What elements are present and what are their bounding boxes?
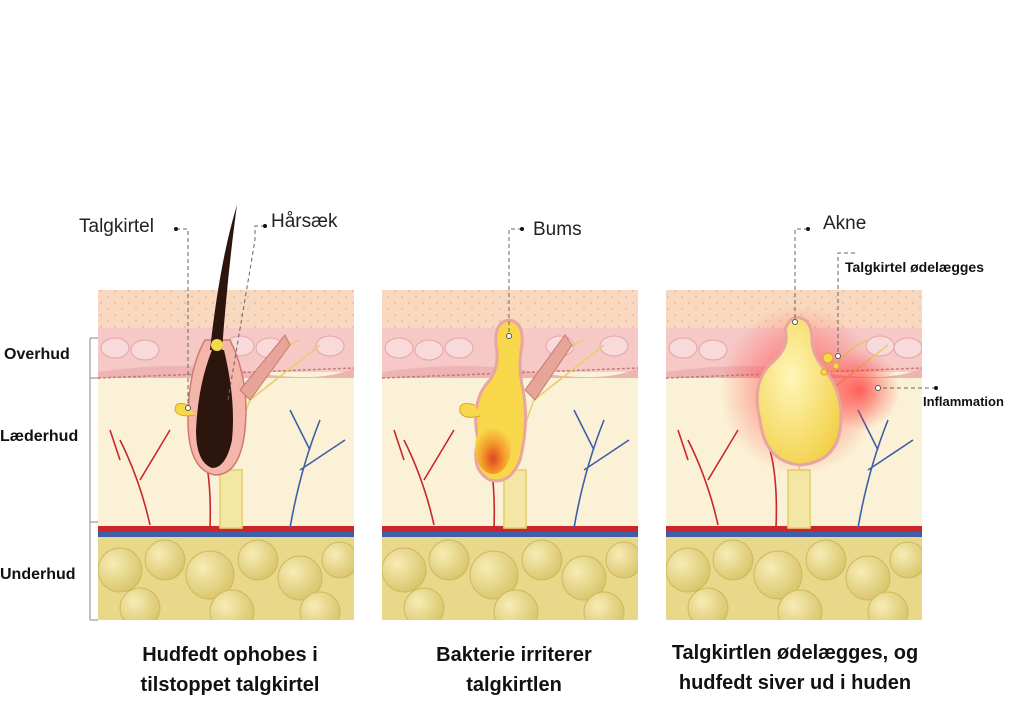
caption-panel-3: Talgkirtlen ødelægges, og hudfedt siver … [640, 638, 950, 698]
label-gland-destroyed: Talgkirtel ødelægges [845, 259, 984, 275]
leader-targets [185, 319, 881, 411]
layer-label-dermis: Læderhud [0, 428, 79, 445]
caption-panel-1-line-1: Hudfedt ophobes i [142, 644, 318, 666]
layer-label-epidermis: Overhud [4, 346, 70, 363]
layer-label-subcutis: Underhud [0, 566, 76, 583]
label-pimple: Bums [533, 219, 582, 240]
leader-dots [174, 224, 938, 390]
leader-lines [176, 225, 936, 408]
caption-panel-1-line-2: tilstoppet talgkirtel [140, 674, 320, 696]
veins [289, 409, 914, 529]
caption-panel-3-line-2: hudfedt siver ud i huden [678, 672, 912, 694]
hair-follicle [174, 205, 291, 476]
acne-cyst [720, 305, 900, 475]
epidermis-cells [100, 335, 922, 361]
label-inflammation: Inflammation [923, 394, 1004, 409]
layer-bracket [89, 337, 98, 621]
label-acne: Akne [823, 213, 867, 234]
caption-panel-1: Hudfedt ophobes i tilstoppet talgkirtel [98, 640, 362, 700]
caption-panel-2: Bakterie irriterer talgkirtlen [382, 640, 646, 700]
pimple [459, 318, 573, 483]
fat-cells [98, 539, 922, 620]
caption-panel-2-line-2: talgkirtlen [466, 674, 562, 696]
caption-panel-3-line-1: Talgkirtlen ødelægges, og [671, 642, 919, 664]
label-sebaceous-gland: Talgkirtel [79, 216, 154, 237]
nerves [219, 339, 889, 529]
label-hair-follicle: Hårsæk [271, 211, 338, 232]
caption-panel-2-line-1: Bakterie irriterer [436, 644, 592, 666]
